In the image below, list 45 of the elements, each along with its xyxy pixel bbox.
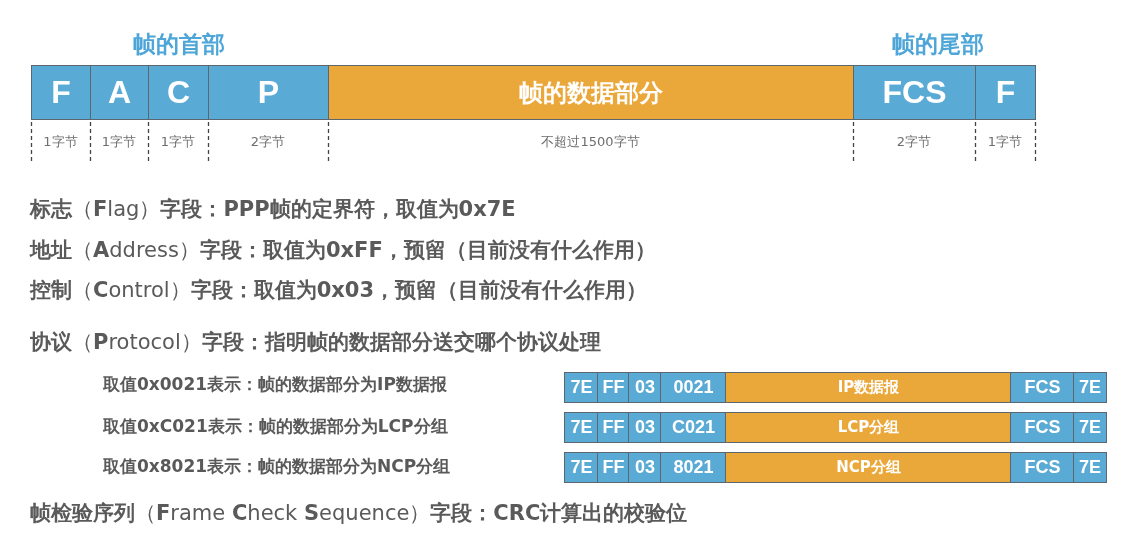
frame-field: FCS <box>1010 372 1075 403</box>
protocol-value-note: 取值0x0021表示：帧的数据部分为IP数据报 <box>103 374 447 395</box>
byte-count-label: 不超过1500字节 <box>540 134 641 150</box>
frame-field: 8021 <box>660 452 727 483</box>
frame-field: P <box>208 65 329 120</box>
byte-count-label: 2字节 <box>895 134 933 150</box>
byte-count-label: 1字节 <box>986 134 1024 150</box>
frame-field: 7E <box>564 412 599 443</box>
frame-field: 7E <box>564 372 599 403</box>
data-field: IP数据报 <box>725 372 1012 403</box>
frame-field: 0021 <box>660 372 727 403</box>
section-heading: 帧的尾部 <box>892 31 984 59</box>
field-description: 控制（Control）字段：取值为0x03，预留（目前没有什么作用） <box>30 278 648 304</box>
field-description: 地址（Address）字段：取值为0xFF，预留（目前没有什么作用） <box>30 238 656 264</box>
frame-field: 7E <box>1073 372 1107 403</box>
section-heading: 帧的首部 <box>133 31 225 59</box>
byte-count-label: 1字节 <box>100 134 138 150</box>
field-description: 帧检验序列（Frame Check Sequence）字段：CRC计算出的校验位 <box>30 501 688 527</box>
frame-field: FCS <box>1010 452 1075 483</box>
frame-field: 7E <box>564 452 599 483</box>
frame-field: FF <box>597 372 630 403</box>
byte-count-label: 2字节 <box>249 134 287 150</box>
frame-field: F <box>31 65 91 120</box>
byte-count-label: 1字节 <box>159 134 197 150</box>
frame-field: A <box>90 65 149 120</box>
byte-count-label: 1字节 <box>42 134 79 150</box>
protocol-value-note: 取值0x8021表示：帧的数据部分为NCP分组 <box>103 456 451 477</box>
frame-field: F <box>975 65 1036 120</box>
data-field: LCP分组 <box>725 412 1012 443</box>
frame-field: FCS <box>853 65 976 120</box>
field-description: 标志（Flag）字段：PPP帧的定界符，取值为0x7E <box>30 197 516 223</box>
frame-field: 7E <box>1073 452 1107 483</box>
frame-field: 03 <box>628 372 662 403</box>
frame-field: FF <box>597 452 630 483</box>
frame-field: FF <box>597 412 630 443</box>
data-field: 帧的数据部分 <box>328 65 854 120</box>
frame-field: 03 <box>628 412 662 443</box>
data-field: NCP分组 <box>725 452 1012 483</box>
frame-field: FCS <box>1010 412 1075 443</box>
frame-field: C <box>148 65 209 120</box>
protocol-value-note: 取值0xC021表示：帧的数据部分为LCP分组 <box>103 416 448 437</box>
field-description: 协议（Protocol）字段：指明帧的数据部分送交哪个协议处理 <box>30 330 601 356</box>
frame-field: C021 <box>660 412 727 443</box>
frame-field: 7E <box>1073 412 1107 443</box>
frame-field: 03 <box>628 452 662 483</box>
